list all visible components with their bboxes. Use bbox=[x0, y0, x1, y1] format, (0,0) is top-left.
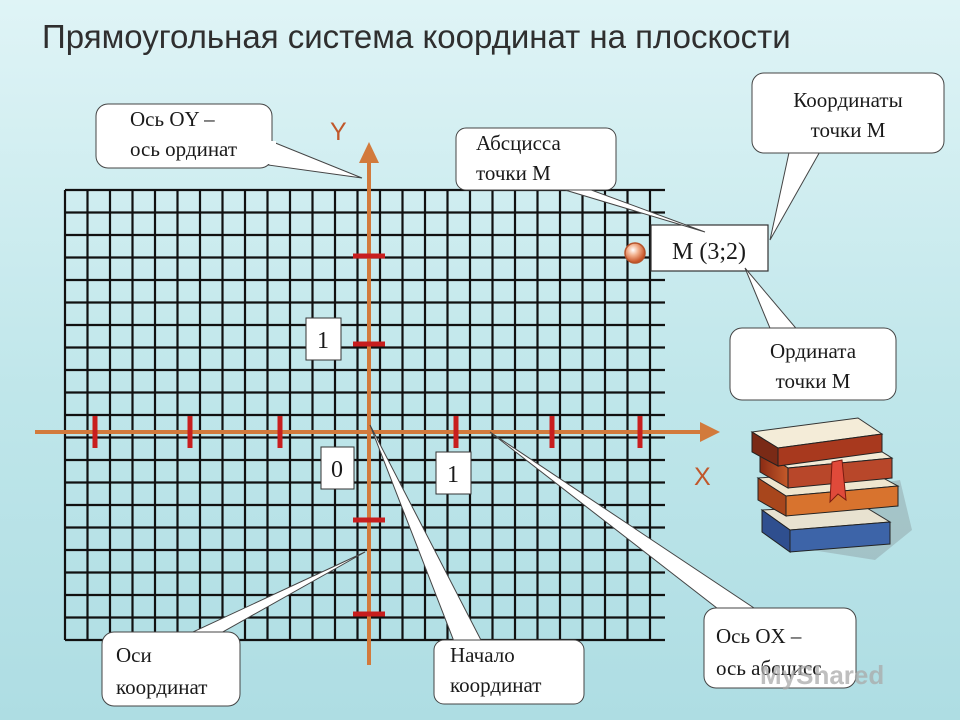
svg-text:Координаты: Координаты bbox=[793, 88, 902, 112]
x-unit-label: 1 bbox=[435, 451, 472, 495]
svg-text:координат: координат bbox=[116, 675, 207, 699]
callout-coordinates: Координаты точки М bbox=[751, 72, 945, 241]
callout-axes: Оси координат bbox=[101, 551, 366, 707]
svg-text:координат: координат bbox=[450, 673, 541, 697]
origin-label: 0 bbox=[320, 446, 355, 490]
callout-oy-axis: Ось OY – ось ординат bbox=[95, 103, 363, 179]
svg-text:1: 1 bbox=[317, 328, 329, 354]
y-axis bbox=[359, 142, 379, 665]
y-unit-label: 1 bbox=[305, 317, 342, 361]
svg-text:1: 1 bbox=[447, 462, 459, 488]
svg-text:0: 0 bbox=[331, 457, 343, 483]
watermark-text: MyShared bbox=[760, 660, 885, 690]
svg-text:Оси: Оси bbox=[116, 643, 152, 667]
x-axis-letter: X bbox=[694, 463, 711, 491]
svg-text:M (3;2): M (3;2) bbox=[672, 239, 746, 265]
point-m bbox=[624, 242, 646, 264]
page-title: Прямоугольная система координат на плоск… bbox=[42, 18, 791, 55]
callout-abscissa: Абсцисса точки М bbox=[455, 127, 706, 233]
callout-ox-axis: Ось OX – ось абсцисс bbox=[489, 431, 857, 689]
svg-text:точки М: точки М bbox=[776, 369, 851, 393]
y-axis-letter: Y bbox=[330, 118, 347, 146]
axis-ticks bbox=[92, 253, 643, 617]
svg-text:Абсцисса: Абсцисса bbox=[476, 131, 561, 155]
svg-text:Ось OX –: Ось OX – bbox=[716, 624, 802, 648]
svg-text:ось абсцисс: ось абсцисс bbox=[716, 656, 822, 680]
point-m-label: M (3;2) bbox=[650, 224, 769, 272]
svg-text:Ось OY –: Ось OY – bbox=[130, 107, 215, 131]
svg-text:Ордината: Ордината bbox=[770, 339, 857, 363]
svg-text:точки М: точки М bbox=[476, 161, 551, 185]
svg-text:ось ординат: ось ординат bbox=[130, 137, 237, 161]
svg-text:точки М: точки М bbox=[811, 118, 886, 142]
callout-origin: Начало координат bbox=[369, 424, 585, 705]
callout-ordinate: Ордината точки М bbox=[729, 267, 897, 401]
svg-text:Начало: Начало bbox=[450, 643, 515, 667]
books-stack-icon bbox=[750, 417, 912, 560]
grid bbox=[63, 188, 665, 642]
